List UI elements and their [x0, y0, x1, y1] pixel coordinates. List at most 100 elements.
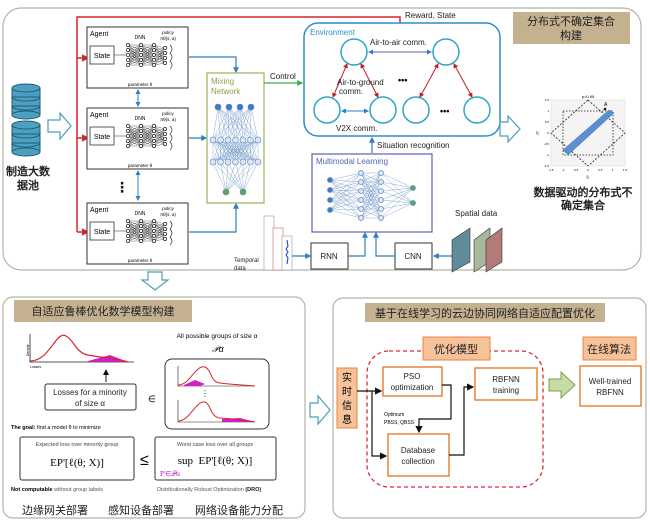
hollow-arrow-right-icon: [499, 114, 521, 144]
neuron: [139, 124, 143, 128]
expected-loss-box: [19, 436, 135, 481]
optimization-model-label: 优化模型: [434, 342, 478, 356]
neuron: [378, 179, 384, 185]
neuron: [152, 48, 156, 52]
neuron: [327, 207, 333, 213]
air-to-ground-label: Air-to-ground: [337, 78, 384, 87]
neuron: [358, 179, 364, 185]
expected-loss-label: Expected loss over minority group: [36, 442, 119, 448]
rnn-to-multimodal: [348, 231, 368, 257]
neuron: [139, 129, 143, 133]
data-pool-label: 制造大数: [6, 164, 51, 178]
pso-label-2: optimization: [391, 383, 434, 392]
air-to-ground-links: [332, 63, 473, 98]
policy-fn: πθ(s, a): [160, 212, 176, 217]
all-groups-label: All possible groups of size α: [177, 333, 258, 340]
neuron: [327, 187, 333, 193]
pso-box: [382, 366, 443, 397]
neuron: [209, 158, 217, 166]
hollow-arrow-right-icon: [309, 394, 331, 426]
online-algorithm-label: 在线算法: [587, 342, 631, 356]
neuron: [126, 129, 130, 133]
online-config-title: 基于在线学习的云边协同网络自适应配置优化: [375, 306, 595, 320]
x-tick: -1: [562, 168, 565, 172]
reward-state-line: [76, 16, 401, 232]
mixing-network-label-2: Network: [211, 87, 241, 96]
environment-title: Environment: [310, 28, 356, 37]
realtime-info-char: 息: [342, 413, 352, 426]
multimodal-network-graph: [327, 170, 416, 221]
losses-box: [44, 383, 137, 411]
database-label-2: collection: [401, 457, 434, 466]
mixing-network-label: Mixing: [211, 77, 234, 86]
x-tick: 1: [612, 168, 614, 172]
neuron: [163, 127, 167, 131]
leq-symbol: ≤: [140, 452, 149, 469]
scatter-title: ρ=0.95: [582, 94, 595, 99]
neuron: [126, 234, 130, 238]
neuron: [139, 58, 143, 62]
neuron: [378, 188, 384, 194]
y-tick: 0: [547, 131, 549, 135]
neuron: [163, 227, 167, 231]
agent-title: Agent: [90, 207, 108, 214]
temporal-data-icon: [263, 215, 293, 271]
neuron: [209, 136, 217, 144]
worst-case-formula: sup EP'[ℓ(θ; X)]: [178, 455, 253, 467]
policy-label: policy: [162, 111, 174, 116]
uncertainty-set-tag-label: 分布式不确定集合: [527, 14, 615, 28]
air-to-air-label: Air-to-air comm.: [370, 38, 427, 47]
spatial-data-label: Spatial data: [455, 209, 498, 218]
neuron: [239, 136, 247, 144]
neuron: [126, 144, 130, 148]
x-tick: 1.5: [623, 168, 628, 172]
uncertainty-set-plot: A ρ=0.95 -1.5-1.5-1-1-0.5-0.5000.50.5111…: [536, 94, 627, 179]
node: [369, 96, 397, 124]
agent3-to-mixing: [189, 202, 239, 233]
parameter-label: parameter θ: [128, 82, 153, 87]
neuron: [139, 234, 143, 238]
neuron: [152, 239, 156, 243]
neuron: [126, 229, 130, 233]
rbfnn-training-label-2: training: [493, 386, 519, 395]
dnn-label: DNN: [135, 35, 146, 41]
neuron: [378, 206, 384, 212]
hollow-arrow-right-icon: [47, 111, 72, 141]
neuron: [139, 224, 143, 228]
worst-case-label: Worst case loss over all groups: [177, 442, 254, 448]
point-a-label: A: [604, 102, 608, 108]
flow-arrows: [357, 383, 475, 460]
cnn-to-multimodal: [373, 231, 395, 257]
worst-case-subscript: P'∈𝒫α: [160, 470, 180, 478]
agent1-to-mixing: [189, 56, 239, 74]
neuron: [358, 206, 364, 212]
hollow-arrow-down-icon: [140, 271, 170, 291]
neuron: [217, 158, 224, 166]
data-points: [562, 109, 615, 156]
neuron: [378, 197, 384, 203]
environment-nodes: [313, 38, 491, 124]
neuron: [126, 139, 130, 143]
neuron: [358, 170, 364, 176]
neuron: [163, 142, 167, 146]
neuron: [139, 134, 143, 138]
neuron: [139, 144, 143, 148]
groups-box: [164, 358, 270, 430]
temporal-data-label: Temporal: [234, 258, 259, 264]
expected-loss-formula: EP'[ℓ(θ; X)]: [50, 457, 104, 469]
neuron: [152, 224, 156, 228]
goal-text: The goal: find a model θ to minimize: [11, 425, 101, 431]
neuron: [163, 51, 167, 55]
parameter-label: parameter θ: [128, 258, 153, 263]
online-algorithm-tag: [582, 336, 637, 361]
neuron: [152, 43, 156, 47]
neuron: [327, 197, 333, 203]
state-label: State: [94, 134, 110, 141]
neuron: [247, 103, 255, 111]
neuron: [139, 63, 143, 67]
robust-optimization-title: 自适应鲁棒优化数学模型构建: [32, 304, 175, 318]
rbfnn-training-box: [474, 367, 538, 401]
